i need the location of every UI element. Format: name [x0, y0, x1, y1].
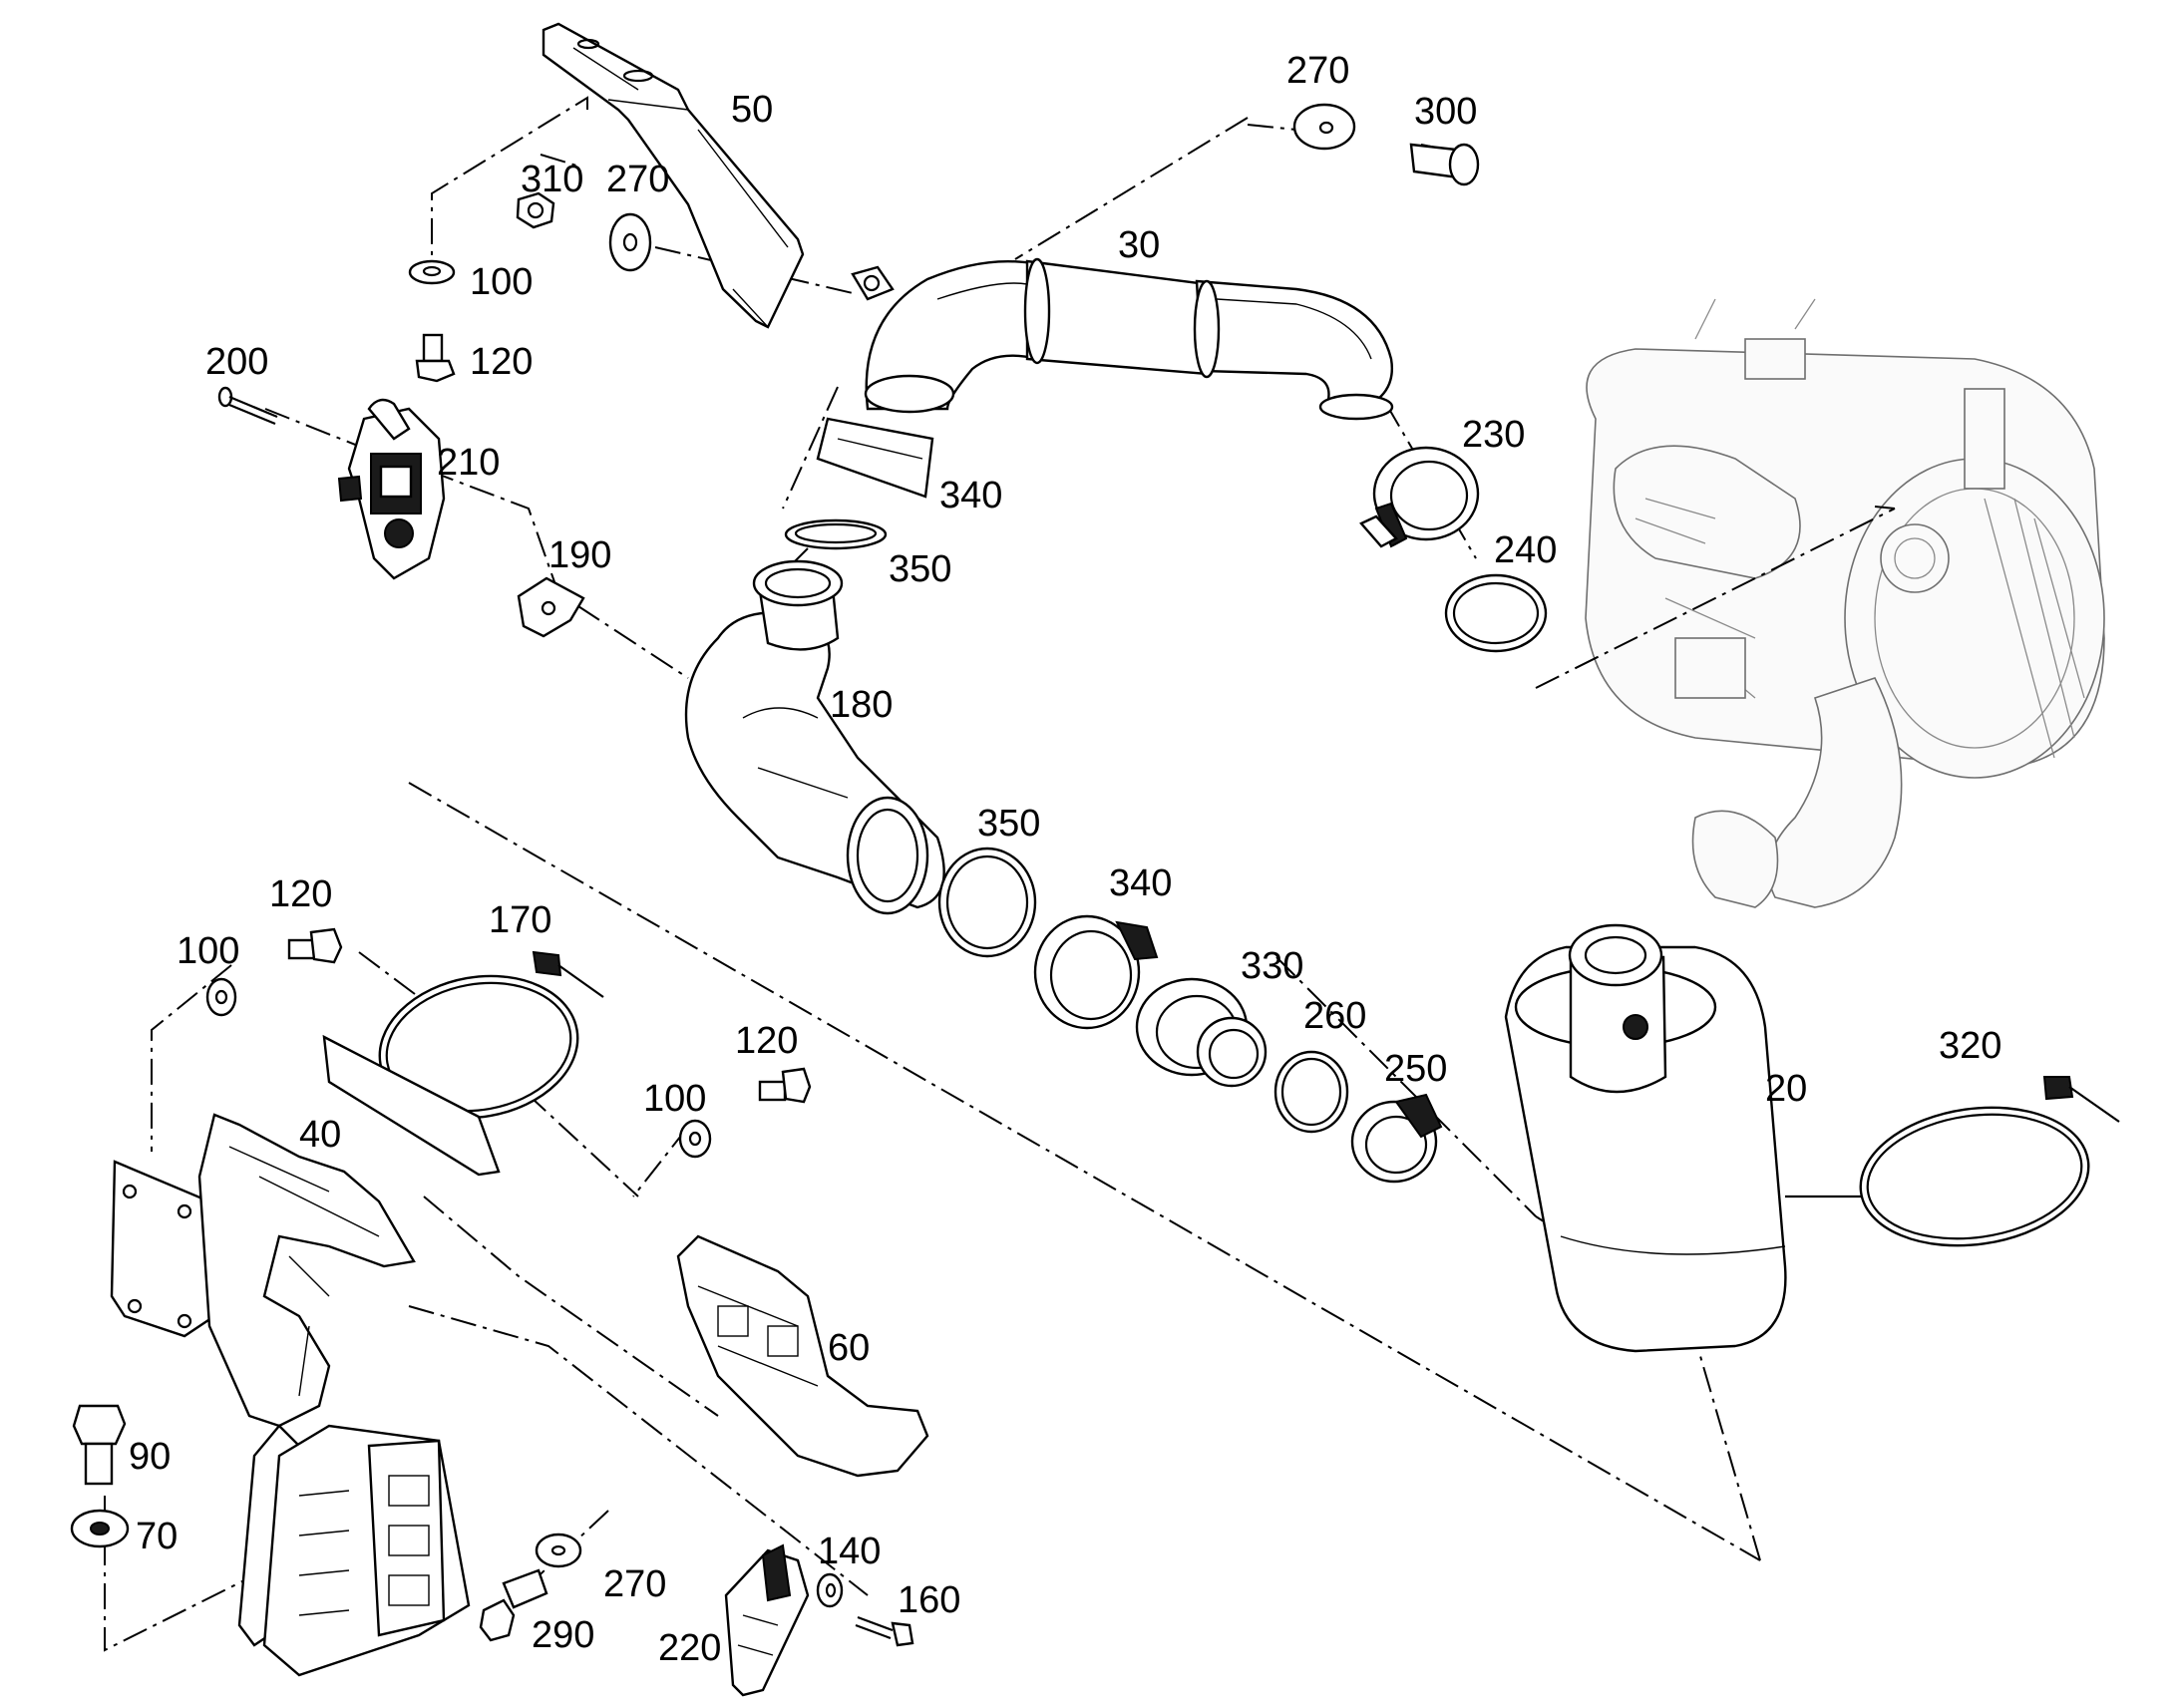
- washer-100-center: [678, 1119, 712, 1159]
- bolt-300: [1409, 143, 1480, 186]
- label-270-lower: 270: [603, 1563, 666, 1605]
- bolt-200: [217, 386, 278, 426]
- label-240: 240: [1494, 529, 1557, 571]
- washer-270-lower: [535, 1533, 582, 1568]
- label-90: 90: [129, 1436, 171, 1478]
- washer-140: [816, 1572, 844, 1608]
- label-140: 140: [818, 1531, 881, 1572]
- label-270-upper-left: 270: [606, 159, 669, 200]
- clip-bracket-220: [724, 1543, 810, 1697]
- label-20: 20: [1765, 1068, 1807, 1110]
- label-290: 290: [532, 1614, 594, 1656]
- clamp-230: [1359, 446, 1480, 548]
- stand-lower: [262, 1424, 471, 1677]
- label-350-upper: 350: [889, 548, 951, 590]
- label-210: 210: [437, 442, 500, 484]
- label-270-top: 270: [1286, 50, 1349, 92]
- bolt-120-left: [287, 927, 343, 964]
- adapter-330: [1135, 977, 1268, 1088]
- strap-170: [322, 950, 604, 1177]
- label-340-lower: 340: [1109, 862, 1172, 904]
- label-120-upper: 120: [470, 341, 533, 383]
- clamp-340-lower: [1033, 914, 1159, 1030]
- bracket-60: [676, 1234, 929, 1478]
- washer-70: [70, 1509, 130, 1548]
- label-230: 230: [1462, 414, 1525, 456]
- label-100-upper: 100: [470, 261, 533, 303]
- label-310: 310: [521, 159, 583, 200]
- label-30: 30: [1118, 224, 1160, 266]
- ring-240: [1444, 573, 1548, 653]
- label-200: 200: [205, 341, 268, 383]
- label-330: 330: [1241, 945, 1303, 987]
- bolt-290: [479, 1568, 548, 1642]
- filter-canister-20: [1504, 923, 1865, 1353]
- label-100-center: 100: [643, 1078, 706, 1120]
- clamp-250: [1350, 1093, 1443, 1184]
- label-120-left: 120: [269, 873, 332, 915]
- bolt-120-center: [758, 1067, 812, 1104]
- label-320: 320: [1939, 1025, 2001, 1067]
- washer-270-top: [1292, 103, 1356, 151]
- clamp-340-upper: [816, 417, 934, 499]
- pipe-30: [851, 257, 1394, 421]
- label-350-lower: 350: [977, 803, 1040, 845]
- label-70: 70: [136, 1516, 178, 1557]
- bracket-40: [110, 1113, 416, 1647]
- label-100-left: 100: [177, 930, 239, 972]
- ring-350-upper: [784, 518, 888, 550]
- part-number-labels: 50 310 270 100 120 270 300 30 200 210 34…: [129, 50, 2001, 1669]
- label-170: 170: [489, 899, 551, 941]
- washer-100-upper: [408, 259, 456, 285]
- label-50: 50: [731, 89, 773, 131]
- label-260: 260: [1303, 995, 1366, 1037]
- bolt-120-upper: [415, 333, 456, 383]
- nut-310: [516, 191, 555, 229]
- label-180: 180: [830, 684, 893, 726]
- elbow-pipe-180: [684, 559, 945, 915]
- washer-270-upper-left: [608, 212, 652, 272]
- gasket-190: [517, 576, 585, 638]
- bolt-90: [72, 1404, 127, 1486]
- label-340-upper: 340: [939, 475, 1002, 516]
- bolt-160: [855, 1615, 914, 1647]
- label-160: 160: [898, 1579, 960, 1621]
- label-190: 190: [548, 534, 611, 576]
- ring-350-lower: [937, 847, 1037, 958]
- washer-100-left: [205, 977, 237, 1017]
- ring-260: [1273, 1050, 1349, 1134]
- label-120-center: 120: [735, 1020, 798, 1062]
- label-250: 250: [1384, 1048, 1447, 1090]
- label-60: 60: [828, 1327, 870, 1369]
- bracket-50: [542, 22, 805, 329]
- reference-assembly-ghost: [1585, 298, 2105, 908]
- label-40: 40: [299, 1114, 341, 1156]
- label-220: 220: [658, 1627, 721, 1669]
- sensor-210: [337, 398, 446, 580]
- strap-320: [1859, 1076, 2120, 1247]
- label-300: 300: [1414, 91, 1477, 133]
